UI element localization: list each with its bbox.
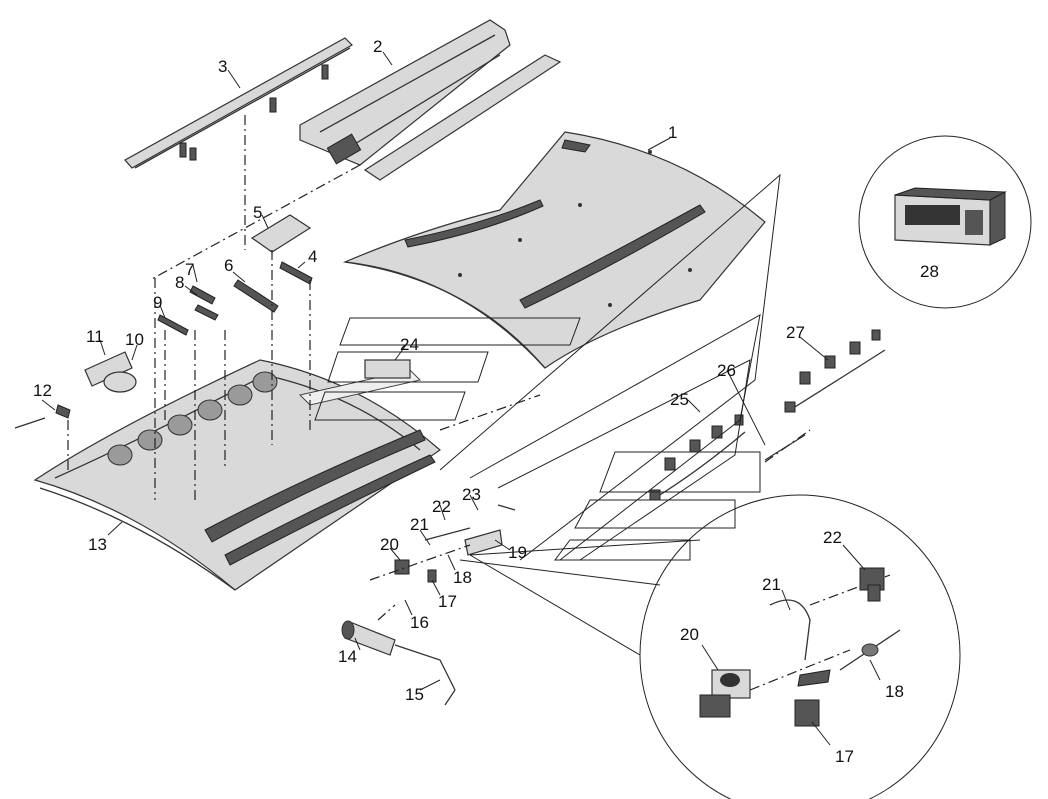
callout-20: 20 — [380, 535, 399, 554]
callout-24: 24 — [400, 335, 419, 354]
lower-frame-part — [33, 359, 441, 591]
detail-callout-18: 18 — [885, 682, 904, 701]
detail-pipe-21 — [749, 574, 891, 691]
callout-8: 8 — [175, 273, 184, 292]
guide-panels — [314, 173, 781, 586]
callout-3: 3 — [218, 57, 227, 76]
assembly-dash-lines — [67, 115, 811, 621]
callout-leaders — [41, 51, 881, 746]
callout-21: 21 — [410, 515, 429, 534]
detail-callout-21: 21 — [762, 575, 781, 594]
callout-26: 26 — [717, 361, 736, 380]
callout-9: 9 — [153, 293, 162, 312]
detail-controller-circle — [858, 135, 1032, 309]
callout-labels: 1 2 3 4 5 6 7 8 9 10 11 12 13 14 15 16 1… — [33, 37, 939, 766]
callout-4: 4 — [308, 247, 317, 266]
part-24-panel — [364, 359, 411, 379]
detail-callout-17: 17 — [835, 747, 854, 766]
callout-15: 15 — [405, 685, 424, 704]
callout-5: 5 — [253, 203, 262, 222]
callout-17: 17 — [438, 592, 457, 611]
callout-7: 7 — [185, 260, 194, 279]
callout-2: 2 — [373, 37, 382, 56]
roof-cover-part — [342, 131, 766, 369]
callout-12: 12 — [33, 381, 52, 400]
detail-callout-20: 20 — [680, 625, 699, 644]
left-fittings — [14, 351, 137, 429]
callout-27: 27 — [786, 323, 805, 342]
callout-10: 10 — [125, 330, 144, 349]
callout-23: 23 — [462, 485, 481, 504]
top-rail-part — [299, 19, 562, 181]
detail-view-circle — [469, 494, 961, 799]
callout-6: 6 — [224, 256, 233, 275]
detail-part-18 — [839, 629, 901, 671]
valve-assembly — [394, 504, 516, 583]
callout-28: 28 — [920, 262, 939, 281]
callout-22: 22 — [432, 497, 451, 516]
detail-part-17 — [794, 669, 831, 727]
detail-fitting-22 — [859, 567, 885, 602]
callout-16: 16 — [410, 613, 429, 632]
callout-14: 14 — [338, 647, 357, 666]
cylinder-part — [341, 620, 456, 706]
bracket-bar-part — [124, 37, 353, 169]
callout-11: 11 — [86, 327, 104, 346]
callout-18: 18 — [453, 568, 472, 587]
wire-harness — [649, 329, 886, 501]
callout-25: 25 — [670, 390, 689, 409]
callout-19: 19 — [508, 543, 527, 562]
callout-13: 13 — [88, 535, 107, 554]
detail-callout-22: 22 — [823, 528, 842, 547]
detail-valve-20 — [699, 669, 751, 718]
callout-1: 1 — [668, 123, 677, 142]
